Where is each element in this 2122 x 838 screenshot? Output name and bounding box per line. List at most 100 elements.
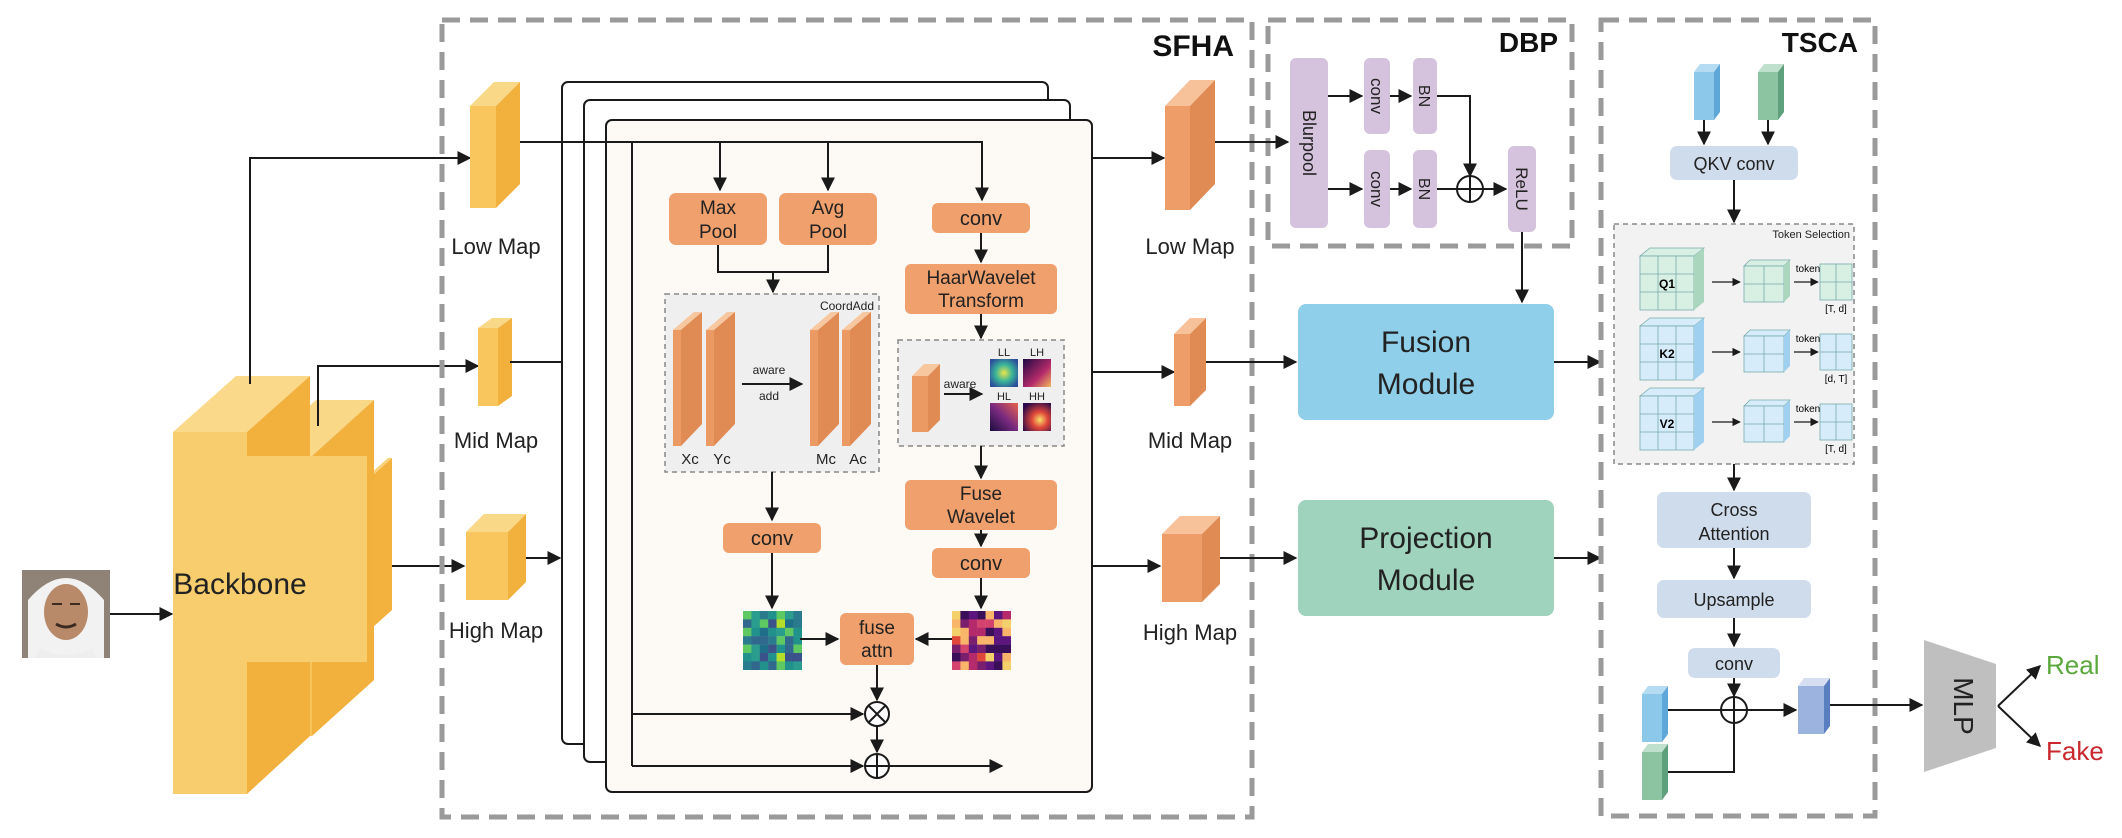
dbp-bn2-box xyxy=(1413,150,1437,228)
svg-text:ReLU: ReLU xyxy=(1512,167,1531,210)
tsca-title: TSCA xyxy=(1782,27,1858,58)
svg-text:conv: conv xyxy=(1715,654,1753,674)
svg-text:Attention: Attention xyxy=(1698,524,1769,544)
input-face-image xyxy=(22,570,110,658)
coordadd-feature-bars xyxy=(673,312,871,446)
svg-text:token: token xyxy=(1796,334,1820,345)
query-label: Q1 xyxy=(1659,277,1675,291)
residual-query-cube xyxy=(1642,686,1668,742)
sfha-title: SFHA xyxy=(1152,30,1234,63)
heatmap-frequency xyxy=(952,611,1011,670)
fuse-attn-box xyxy=(840,613,914,665)
svg-text:attn: attn xyxy=(861,641,893,662)
blurpool-box xyxy=(1290,58,1328,228)
tsca-conv-box xyxy=(1688,648,1780,678)
svg-text:MLP: MLP xyxy=(1948,677,1979,735)
conv-left-box xyxy=(723,523,821,553)
svg-text:BN: BN xyxy=(1415,178,1432,200)
arrow-to-fake xyxy=(1997,705,2042,747)
svg-text:Max: Max xyxy=(700,198,736,219)
svg-text:HH: HH xyxy=(1029,391,1045,403)
svg-text:Mc: Mc xyxy=(816,451,836,468)
svg-text:HL: HL xyxy=(997,391,1011,403)
mid-map-right-label: Mid Map xyxy=(1148,428,1232,453)
svg-text:CoordAdd: CoordAdd xyxy=(820,299,874,313)
low-map-right-cube xyxy=(1165,80,1215,210)
query-tensor-top xyxy=(1638,247,1706,257)
hh-subband xyxy=(1023,403,1051,431)
svg-text:Wavelet: Wavelet xyxy=(947,507,1016,528)
output-real: Real xyxy=(2046,650,2099,680)
high-map-left-cube xyxy=(466,514,526,600)
mlp-block xyxy=(1924,640,1996,772)
svg-text:Yc: Yc xyxy=(713,451,731,468)
high-map-right-cube xyxy=(1162,516,1220,602)
output-fake: Fake xyxy=(2046,736,2104,766)
svg-text:LH: LH xyxy=(1030,347,1044,359)
svg-text:Fusion: Fusion xyxy=(1381,326,1471,359)
qkv-conv-box xyxy=(1670,146,1798,180)
svg-text:token: token xyxy=(1796,264,1820,275)
mid-map-left-label: Mid Map xyxy=(454,428,538,453)
lh-subband xyxy=(1023,359,1051,387)
relu-box xyxy=(1508,146,1536,232)
svg-text:Transform: Transform xyxy=(938,291,1024,312)
svg-text:fuse: fuse xyxy=(859,618,895,639)
svg-text:Projection: Projection xyxy=(1359,522,1492,555)
low-map-left-cube xyxy=(470,82,520,208)
svg-text:Ac: Ac xyxy=(849,451,867,468)
dbp-conv1-box xyxy=(1364,58,1390,134)
svg-text:Blurpool: Blurpool xyxy=(1299,110,1319,176)
svg-text:Cross: Cross xyxy=(1710,500,1757,520)
svg-text:conv: conv xyxy=(1367,171,1386,207)
value-tensor xyxy=(1639,395,1695,451)
svg-text:HaarWavelet: HaarWavelet xyxy=(926,268,1036,289)
dbp-conv2-box xyxy=(1364,150,1390,228)
residual-kv-cube xyxy=(1642,744,1668,800)
svg-text:Pool: Pool xyxy=(699,222,737,243)
value-shape: [T, d] xyxy=(1825,444,1847,455)
svg-text:Token Selection: Token Selection xyxy=(1772,229,1850,241)
svg-text:conv: conv xyxy=(1367,78,1386,114)
svg-text:BN: BN xyxy=(1415,85,1432,107)
svg-text:Module: Module xyxy=(1377,564,1475,597)
value-tensor-top xyxy=(1638,387,1706,397)
arrow-backbone-mid xyxy=(317,359,480,426)
ll-subband xyxy=(990,359,1018,387)
svg-text:Module: Module xyxy=(1377,368,1475,401)
svg-text:token: token xyxy=(1796,404,1820,415)
dbp-title: DBP xyxy=(1499,27,1558,58)
conv-top-box xyxy=(932,203,1030,233)
high-map-right-label: High Map xyxy=(1143,620,1237,645)
svg-text:Fuse: Fuse xyxy=(960,484,1002,505)
cross-attention-box xyxy=(1657,492,1811,548)
svg-text:aware: aware xyxy=(753,363,786,377)
key-tensor xyxy=(1639,325,1695,381)
svg-text:QKV conv: QKV conv xyxy=(1693,154,1774,174)
projection-module xyxy=(1298,500,1554,616)
avg-pool-box xyxy=(779,193,877,245)
max-pool-box xyxy=(669,193,767,245)
backbone-block xyxy=(173,376,392,794)
conv-right-box xyxy=(932,548,1030,578)
dbp-container xyxy=(1265,17,1575,249)
heatmap-spatial xyxy=(743,611,802,670)
svg-text:add: add xyxy=(759,389,779,403)
key-label: K2 xyxy=(1659,347,1675,361)
svg-text:Avg: Avg xyxy=(812,198,844,219)
low-map-left-label: Low Map xyxy=(451,234,540,259)
value-label: V2 xyxy=(1660,417,1675,431)
upsample-box xyxy=(1657,580,1811,618)
svg-text:Upsample: Upsample xyxy=(1693,590,1774,610)
arrow-to-real xyxy=(1997,665,2042,707)
haar-wavelet-box xyxy=(905,264,1057,314)
svg-text:Pool: Pool xyxy=(809,222,847,243)
key-value-feature-cube xyxy=(1758,64,1784,120)
low-map-right-label: Low Map xyxy=(1145,234,1234,259)
svg-text:conv: conv xyxy=(960,208,1002,230)
svg-text:LL: LL xyxy=(998,347,1010,359)
tsca-container xyxy=(1598,17,1878,819)
fuse-wavelet-box xyxy=(905,480,1057,530)
mid-map-left-cube xyxy=(478,318,512,406)
